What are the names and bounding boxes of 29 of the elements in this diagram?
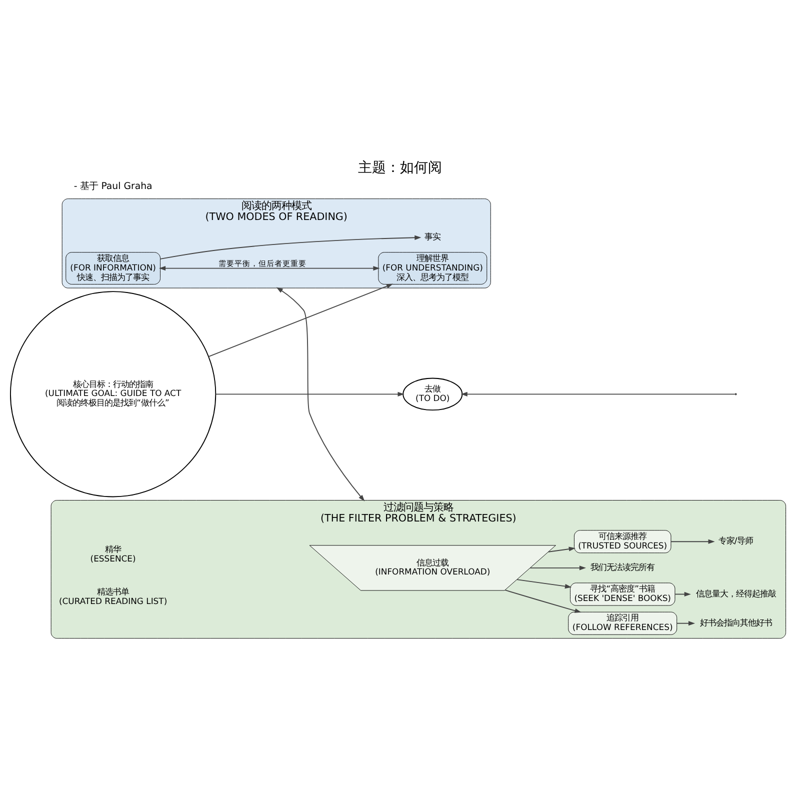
arrow [460,391,736,396]
arrow [530,565,586,570]
arrow [158,266,380,270]
arrow [516,578,572,588]
arrow [670,538,715,544]
node-box: 理解世界 (FOR UNDERSTANDING) 深入、思考为了模型 [378,252,488,284]
node-text: 精华 (ESSENCE) [90,544,136,564]
arrow [504,589,582,612]
arrow [276,286,365,501]
arrow [674,591,691,596]
diagram-title: 主题：如何阅 [358,160,442,176]
node-text: 精选书单 (CURATED READING LIST) [58,586,168,606]
label: - 基于 Paul Graha [74,180,152,192]
arrow [160,234,422,259]
arrow [208,283,394,357]
node-box: 获取信息 (FOR INFORMATION) 快速、扫描为了事实 [66,252,160,284]
node-text: 专家/导师 [718,535,754,546]
arrow [548,546,576,552]
arrow [215,391,404,396]
node-text: 事实 [424,230,441,241]
node-box: 追踪引用 (FOLLOW REFERENCES) [568,611,678,634]
node-circle: 核心目标：行动的指南 (ULTIMATE GOAL: GUIDE TO ACT 阅读的终极目的是找到“做什么” [10,290,216,497]
node-text: 我们无法读完所有 [590,561,655,572]
node-box: 寻找“高密度”书籍 (SEEK 'DENSE' BOOKS) [570,582,676,606]
node-ellipse: 去做 (TO DO) [402,377,463,410]
node-text: 信息量大，经得起推敲 [696,588,776,598]
node-box: 可信来源推荐 (TRUSTED SOURCES) [574,530,672,553]
arrow [676,620,696,626]
node-text: 好书会指向其他好书 [700,616,772,627]
